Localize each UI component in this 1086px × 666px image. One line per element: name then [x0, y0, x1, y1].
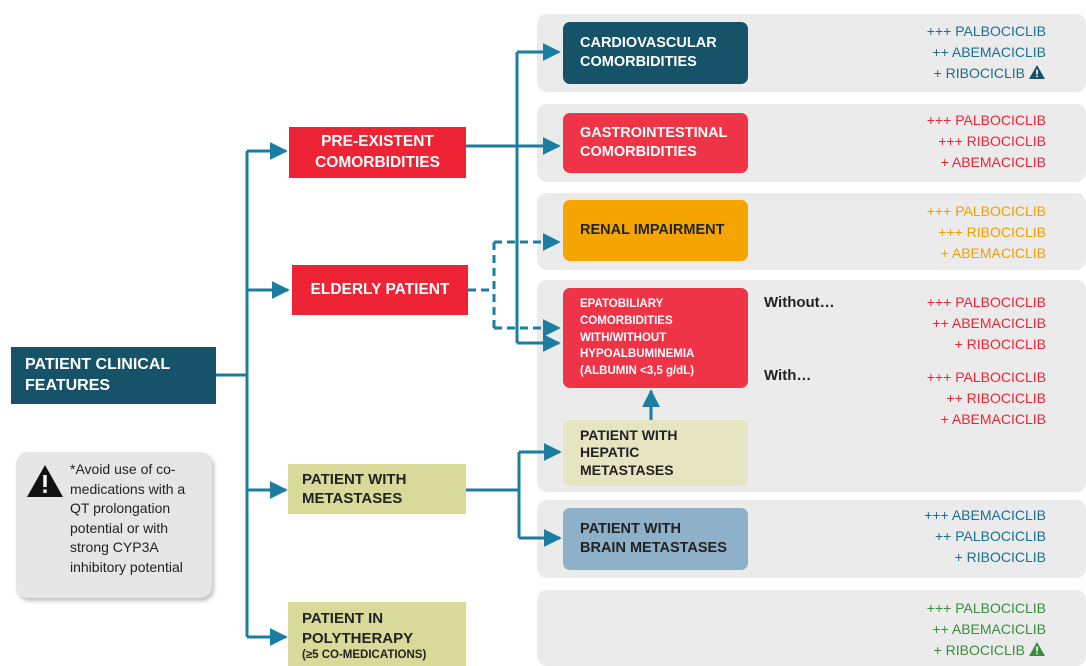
drug-rank-2: ++ ABEMACICLIB: [932, 44, 1046, 60]
drug-rank-2: ++ ABEMACICLIB: [932, 315, 1046, 331]
drug-rank-2: ++ PALBOCICLIB: [934, 528, 1046, 544]
qt-prolongation-note: *Avoid use of co- medications with a QT …: [16, 452, 212, 598]
recommendations-brain-metastases: +++ ABEMACICLIB ++ PALBOCICLIB + RIBOCIC…: [856, 505, 1046, 568]
drug-rank-3: + ABEMACICLIB: [940, 245, 1046, 261]
recommendations-gastrointestinal: +++ PALBOCICLIB +++ RIBOCICLIB + ABEMACI…: [856, 110, 1046, 173]
drug-rank-1: +++ PALBOCICLIB: [926, 23, 1046, 39]
node-patient-with-brain-metastases: PATIENT WITH BRAIN METASTASES: [563, 508, 748, 570]
drug-rank-3: + RIBOCICLIB: [856, 63, 1046, 84]
drug-rank-1: +++ PALBOCICLIB: [926, 600, 1046, 616]
drug-rank-1: +++ PALBOCICLIB: [926, 112, 1046, 128]
label-without: Without…: [764, 294, 835, 311]
node-epatobiliary-comorbidities: EPATOBILIARY COMORBIDITIES WITH/WITHOUT …: [563, 288, 748, 388]
recommendations-epatobiliary-without: +++ PALBOCICLIB ++ ABEMACICLIB + RIBOCIC…: [856, 292, 1046, 355]
node-renal-impairment: RENAL IMPAIRMENT: [563, 200, 748, 261]
recommendations-renal: +++ PALBOCICLIB +++ RIBOCICLIB + ABEMACI…: [856, 201, 1046, 264]
drug-rank-3: + RIBOCICLIB: [954, 549, 1046, 565]
node-patient-clinical-features: PATIENT CLINICAL FEATURES: [11, 347, 216, 404]
drug-rank-1: +++ PALBOCICLIB: [926, 369, 1046, 385]
warning-icon: [1029, 65, 1045, 79]
node-pre-existent-comorbidities: PRE-EXISTENT COMORBIDITIES: [289, 127, 466, 178]
node-gastrointestinal-comorbidities: GASTROINTESTINAL COMORBIDITIES: [563, 113, 748, 173]
node-elderly-patient: ELDERLY PATIENT: [292, 265, 468, 315]
recommendations-cardiovascular: +++ PALBOCICLIB ++ ABEMACICLIB + RIBOCIC…: [856, 21, 1046, 84]
drug-rank-3: + RIBOCICLIB: [954, 336, 1046, 352]
panel-polytherapy: [537, 590, 1086, 666]
recommendations-epatobiliary-with: +++ PALBOCICLIB ++ RIBOCICLIB + ABEMACIC…: [856, 367, 1046, 430]
drug-rank-3: + ABEMACICLIB: [940, 411, 1046, 427]
drug-rank-2: ++ RIBOCICLIB: [946, 390, 1046, 406]
drug-rank-2: ++ ABEMACICLIB: [932, 621, 1046, 637]
node-cardiovascular-comorbidities: CARDIOVASCULAR COMORBIDITIES: [563, 22, 748, 84]
polytherapy-text: PATIENT IN POLYTHERAPY (≥5 CO-MEDICATION…: [302, 610, 427, 661]
recommendations-polytherapy: +++ PALBOCICLIB ++ ABEMACICLIB + RIBOCIC…: [856, 598, 1046, 661]
drug-rank-2: +++ RIBOCICLIB: [938, 224, 1046, 240]
drug-rank-3: + ABEMACICLIB: [940, 154, 1046, 170]
node-patient-with-metastases: PATIENT WITH METASTASES: [288, 464, 466, 514]
warning-icon: [27, 465, 63, 497]
drug-rank-1: +++ ABEMACICLIB: [924, 507, 1046, 523]
node-patient-in-polytherapy: PATIENT IN POLYTHERAPY (≥5 CO-MEDICATION…: [288, 602, 466, 666]
warning-icon: [1029, 642, 1045, 656]
drug-rank-3: + RIBOCICLIB: [856, 640, 1046, 661]
note-text: *Avoid use of co- medications with a QT …: [70, 461, 186, 575]
label-with: With…: [764, 367, 812, 384]
node-patient-with-hepatic-metastases: PATIENT WITH HEPATIC METASTASES: [563, 420, 748, 486]
drug-rank-1: +++ PALBOCICLIB: [926, 203, 1046, 219]
drug-rank-2: +++ RIBOCICLIB: [938, 133, 1046, 149]
drug-rank-1: +++ PALBOCICLIB: [926, 294, 1046, 310]
